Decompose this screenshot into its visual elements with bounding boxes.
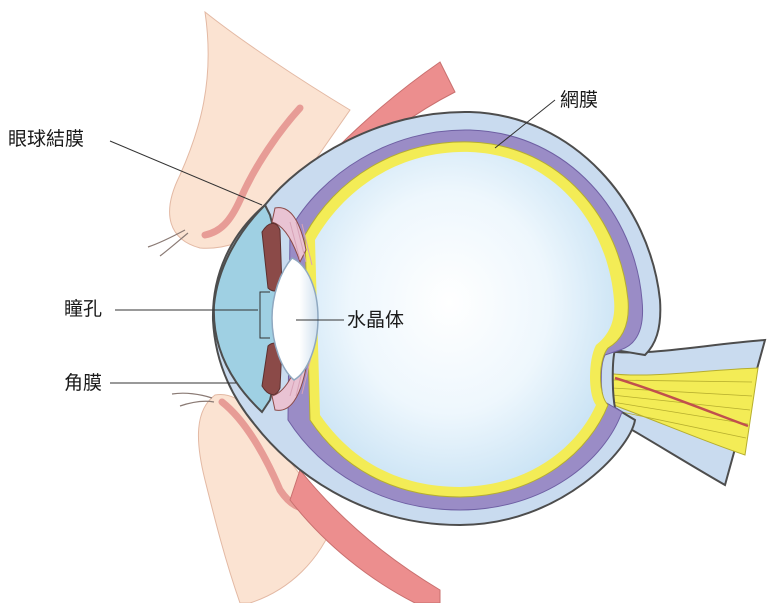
label-pupil: 瞳孔 (64, 298, 103, 320)
zonule-upper (289, 221, 313, 266)
upper-eyelash (147, 229, 189, 257)
leader-conjunctiva (109, 140, 263, 206)
label-lens: 水晶体 (347, 309, 405, 331)
ciliary-body-upper (271, 207, 307, 264)
optic-nerve-fibers (611, 379, 753, 439)
upper-eyelid-inner-edge (201, 104, 304, 239)
label-retina: 網膜 (560, 89, 599, 111)
vitreous-body (315, 151, 615, 487)
leader-retina (494, 99, 556, 149)
lower-eyelash (171, 392, 215, 407)
pupil-bracket (259, 291, 270, 339)
upper-eyelid (169, 10, 351, 249)
central-retinal-vessel (614, 376, 749, 428)
label-conjunctiva: 眼球結膜 (8, 128, 85, 150)
label-cornea: 角膜 (64, 372, 103, 394)
lower-eyelid-muscle (289, 468, 441, 603)
lens (271, 257, 319, 381)
